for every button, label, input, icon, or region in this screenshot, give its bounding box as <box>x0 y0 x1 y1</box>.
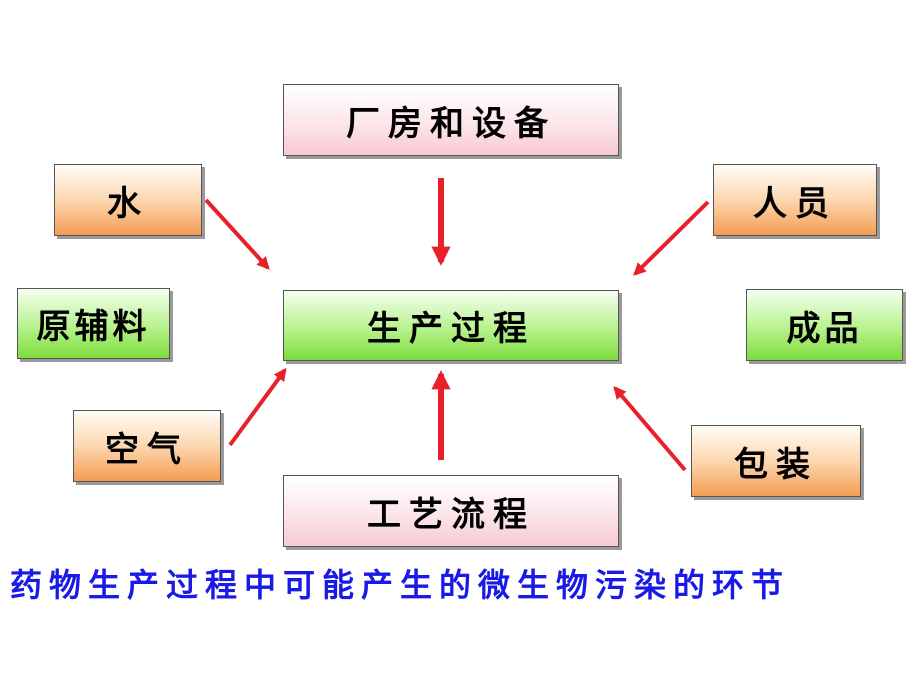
process-flow-node: 工艺流程 <box>283 475 619 547</box>
facility-node: 厂房和设备 <box>283 84 619 156</box>
arrow-water-to-production <box>204 198 270 270</box>
product-label: 成品 <box>786 308 863 349</box>
arrow-personnel-to-production <box>633 200 710 276</box>
arrow-air-to-production <box>228 367 287 447</box>
personnel-label: 人员 <box>753 183 837 224</box>
facility-label: 厂房和设备 <box>346 103 556 144</box>
arrow-packaging-to-production <box>613 386 687 472</box>
diagram-caption: 药物生产过程中可能产生的微生物污染的环节 <box>10 566 791 604</box>
water-label: 水 <box>107 183 149 224</box>
production-label: 生产过程 <box>367 309 535 349</box>
personnel-node: 人员 <box>713 164 877 236</box>
packaging-label: 包装 <box>734 444 818 485</box>
process-flow-label: 工艺流程 <box>367 494 535 535</box>
water-node: 水 <box>54 164 202 236</box>
air-label: 空气 <box>105 429 189 470</box>
packaging-node: 包装 <box>691 425 861 497</box>
product-node: 成品 <box>746 289 903 361</box>
raw-materials-node: 原辅料 <box>17 288 170 359</box>
air-node: 空气 <box>73 410 221 482</box>
raw-materials-label: 原辅料 <box>36 307 151 347</box>
production-node: 生产过程 <box>283 290 619 361</box>
